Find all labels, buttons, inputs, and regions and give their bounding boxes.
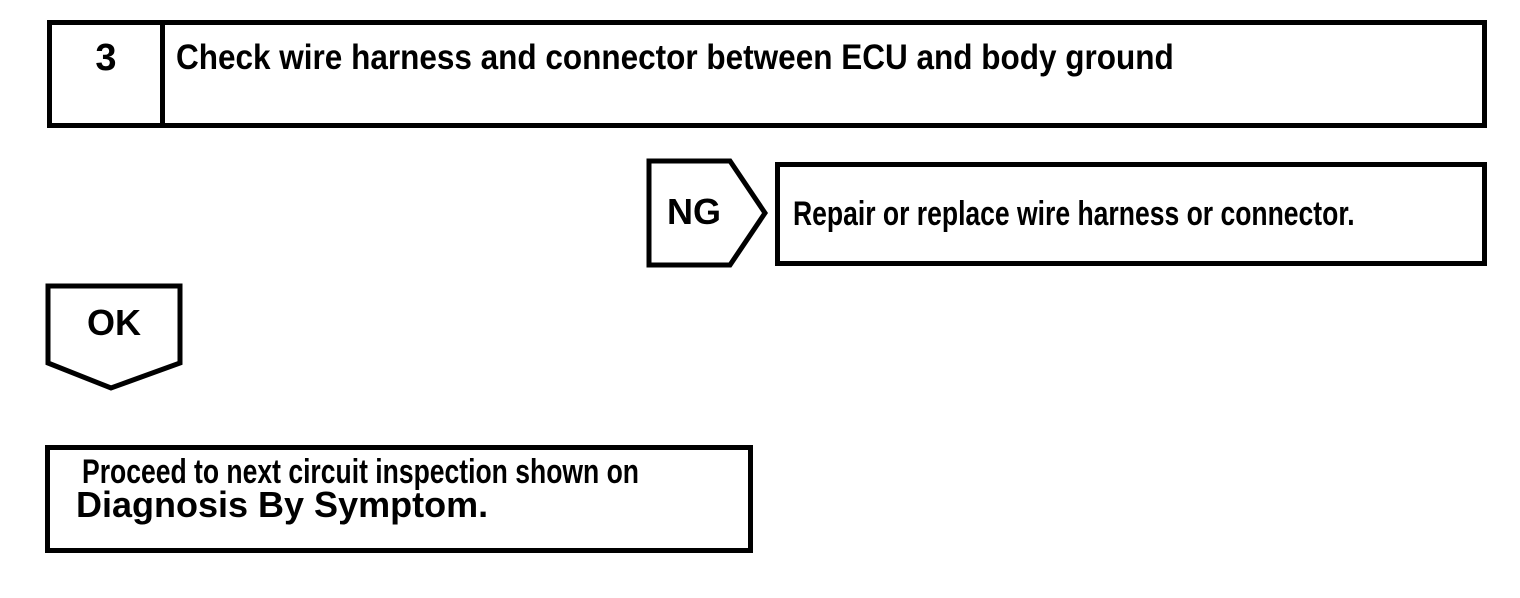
- step-title: Check wire harness and connector between…: [165, 25, 1482, 123]
- ok-action-line1: Proceed to next circuit inspection shown…: [82, 453, 748, 491]
- ng-pentagon: [646, 158, 768, 268]
- ok-branch-arrow-shape: [45, 283, 183, 391]
- ng-action-text: Repair or replace wire harness or connec…: [793, 194, 1355, 233]
- ok-action-box: Proceed to next circuit inspection shown…: [45, 445, 753, 553]
- ok-branch-label: OK: [87, 302, 141, 343]
- step-title-text: Check wire harness and connector between…: [176, 38, 1174, 77]
- ok-pentagon: [45, 283, 183, 391]
- ok-action-line1-text: Proceed to next circuit inspection shown…: [82, 453, 640, 491]
- step-number: 3: [52, 25, 165, 123]
- ok-action-line2: Diagnosis By Symptom.: [76, 484, 489, 525]
- ng-branch-label: NG: [667, 191, 721, 232]
- ng-branch-arrow-shape: [646, 158, 768, 268]
- step-box: 3 Check wire harness and connector betwe…: [47, 20, 1487, 128]
- ng-action-box: Repair or replace wire harness or connec…: [775, 162, 1487, 266]
